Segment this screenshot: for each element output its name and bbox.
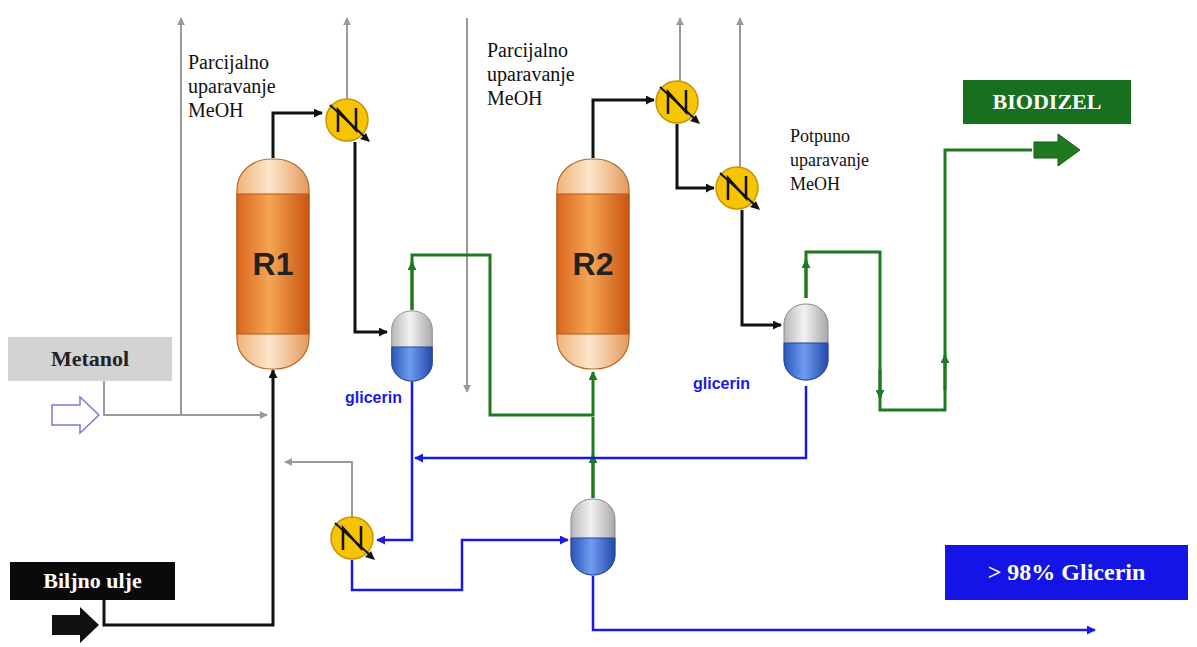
stream-name: > 98% Glicerin	[988, 559, 1146, 586]
condensate-line	[742, 210, 781, 325]
heat-exchanger-symbol	[331, 517, 375, 560]
reactor-body	[557, 159, 629, 369]
feed-line	[104, 381, 267, 415]
stream-label: glicerin	[693, 374, 750, 394]
stream-name: Metanol	[51, 346, 129, 372]
condensate-line	[355, 142, 387, 332]
product-box: BIODIZEL	[963, 80, 1131, 124]
methanol-vapour-line	[346, 18, 348, 99]
condensate-line	[677, 124, 714, 188]
equipment-note: Parcijalno uparavanje MeOH	[188, 50, 300, 122]
methanol-line	[180, 18, 182, 415]
separator-vessel	[784, 304, 828, 380]
equipment-note: Potpuno uparavanje MeOH	[790, 124, 900, 196]
methanol-vapour-line	[739, 18, 741, 167]
reactor-outlet-line	[273, 113, 322, 158]
methanol-line	[466, 18, 468, 392]
input-box: Metanol	[8, 337, 172, 381]
ester-arrow	[411, 262, 414, 310]
stream-name: BIODIZEL	[993, 89, 1102, 115]
ester-arrow	[879, 370, 882, 398]
reactor-body	[237, 159, 309, 369]
methanol-vapour-line	[679, 18, 681, 81]
reactor-packing	[557, 194, 629, 334]
ester-arrow	[805, 260, 808, 298]
glycerine-line	[415, 386, 806, 458]
ester-arrow	[944, 355, 947, 390]
stream-name: Biljno ulje	[43, 568, 141, 594]
reactor-vessel: R2	[556, 158, 630, 370]
feed-arrow	[52, 607, 99, 643]
feed-arrow	[52, 397, 99, 433]
ester-arrow	[592, 455, 595, 498]
input-box: Biljno ulje	[10, 562, 175, 600]
reactor-outlet-line	[593, 100, 654, 158]
product-box: > 98% Glicerin	[945, 545, 1188, 600]
reactor-vessel: R1	[236, 158, 310, 370]
glycerine-line	[352, 540, 568, 590]
stream-label: glicerin	[345, 388, 402, 408]
heat-exchanger-symbol	[326, 99, 370, 142]
reactor-name: R1	[253, 246, 294, 283]
heat-exchanger-symbol	[716, 167, 760, 210]
reactor-packing	[237, 194, 309, 334]
biodiesel-arrow	[1034, 134, 1080, 166]
separator-vessel	[571, 499, 615, 575]
heat-exchanger-symbol	[656, 81, 700, 124]
reactor-name: R2	[573, 246, 614, 283]
separator-vessel	[392, 311, 433, 381]
equipment-note: Parcijalno uparavanje MeOH	[487, 38, 599, 110]
methanol-recycle-line	[285, 462, 352, 517]
